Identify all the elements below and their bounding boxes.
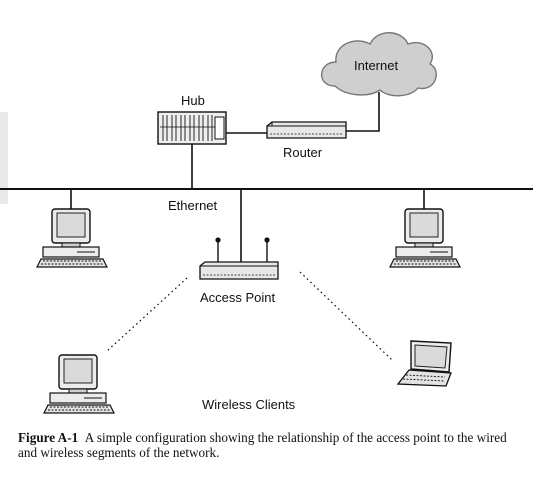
hub-icon bbox=[157, 111, 227, 145]
ethernet-label: Ethernet bbox=[168, 198, 218, 213]
cloud-icon bbox=[320, 32, 437, 97]
hub-label: Hub bbox=[181, 93, 205, 108]
wireless-link-right bbox=[299, 271, 393, 361]
wireless-link-left bbox=[105, 277, 188, 353]
router-label: Router bbox=[283, 145, 323, 160]
access-point-icon bbox=[199, 237, 279, 280]
scan-edge-mark bbox=[0, 112, 8, 204]
desktop-computer-icon bbox=[36, 208, 108, 268]
wireless-clients-label: Wireless Clients bbox=[202, 397, 296, 412]
figure-caption: Figure A-1 A simple configuration showin… bbox=[18, 430, 528, 460]
internet-label: Internet bbox=[354, 58, 398, 73]
router-icon bbox=[266, 121, 347, 139]
router-to-internet-link bbox=[346, 92, 380, 132]
figure-number: Figure A-1 bbox=[18, 430, 79, 445]
access-point-label: Access Point bbox=[200, 290, 276, 305]
desktop-computer-icon bbox=[43, 354, 115, 414]
laptop-icon bbox=[396, 340, 452, 387]
caption-text: A simple configuration showing the relat… bbox=[18, 430, 507, 460]
desktop-computer-icon bbox=[389, 208, 461, 268]
